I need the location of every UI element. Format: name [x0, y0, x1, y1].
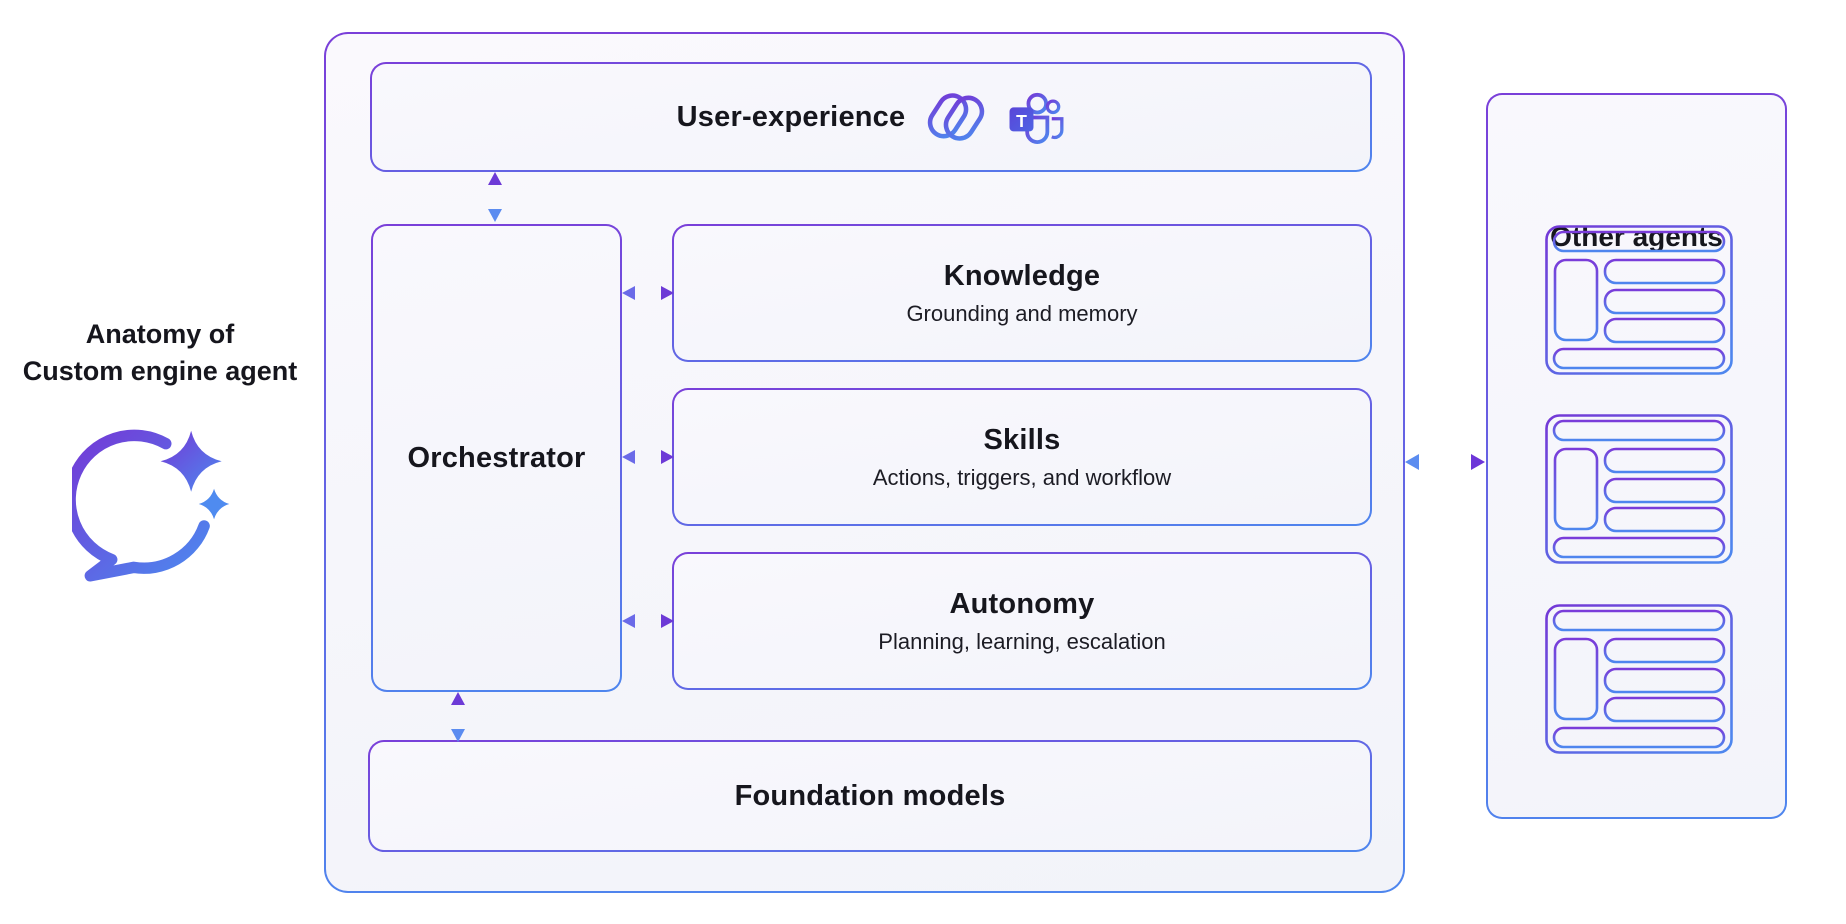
diagram-title: Anatomy of Custom engine agent — [20, 316, 300, 390]
skills-box: Skills Actions, triggers, and workflow — [672, 388, 1372, 526]
diagram-title-line1: Anatomy of — [85, 319, 235, 349]
user-experience-label: User-experience — [676, 100, 906, 133]
orchestrator-label: Orchestrator — [407, 441, 586, 474]
autonomy-box: Autonomy Planning, learning, escalation — [672, 552, 1372, 690]
user-experience-box: User-experience T — [370, 62, 1372, 172]
knowledge-description: Grounding and memory — [906, 300, 1138, 326]
arrow-main-other-agents-dotted — [1404, 450, 1486, 474]
knowledge-box: Knowledge Grounding and memory — [672, 224, 1372, 362]
agent-window-icon — [1545, 414, 1733, 564]
skills-label: Skills — [983, 423, 1061, 456]
arrow-orchestrator-skills — [622, 447, 674, 467]
arrow-orchestrator-autonomy — [622, 611, 674, 631]
knowledge-label: Knowledge — [943, 259, 1101, 292]
skills-description: Actions, triggers, and workflow — [872, 464, 1172, 490]
foundation-models-box: Foundation models — [368, 740, 1372, 852]
agent-window-icon — [1545, 225, 1733, 375]
teams-icon: T — [1007, 91, 1065, 144]
foundation-models-label: Foundation models — [734, 779, 1006, 812]
chat-bubble-sparkles-icon — [72, 424, 240, 584]
copilot-icon — [927, 92, 985, 142]
orchestrator-box: Orchestrator — [371, 224, 622, 692]
diagram-title-line2: Custom engine agent — [22, 356, 298, 386]
arrow-orchestrator-knowledge — [622, 283, 674, 303]
agent-window-icon — [1545, 604, 1733, 754]
autonomy-description: Planning, learning, escalation — [878, 628, 1166, 654]
arrow-ux-orchestrator — [485, 172, 505, 222]
arrow-orchestrator-foundation — [448, 692, 468, 742]
autonomy-label: Autonomy — [949, 587, 1095, 620]
other-agents-box: Other agents — [1486, 93, 1787, 819]
teams-icon-letter: T — [1016, 110, 1027, 130]
